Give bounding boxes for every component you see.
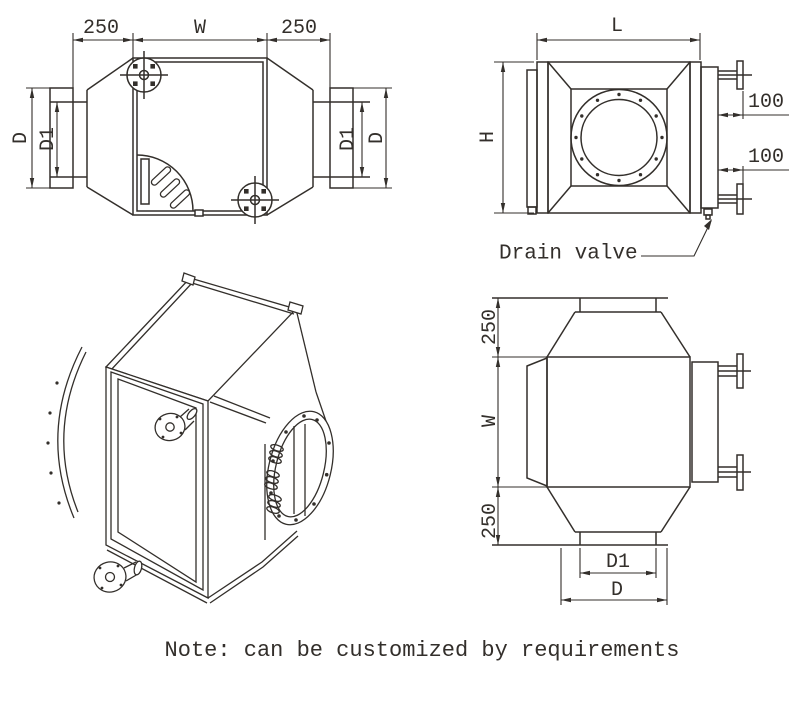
outlet-flange	[264, 410, 334, 526]
front-face	[105, 366, 209, 600]
side-view-drawing	[26, 33, 392, 224]
bolt-flange-bottom-right	[231, 176, 279, 224]
dim-label-d1-topview: D1	[605, 551, 631, 574]
drain-valve-label: Drain valve	[499, 242, 638, 266]
pipe-flange-upper	[154, 407, 198, 442]
top-flange-tab-right	[287, 301, 304, 315]
dim-label-250-top: 250	[479, 308, 502, 346]
side-arc-flange	[57, 346, 87, 519]
heat-exchanger-coils	[264, 444, 284, 514]
bottom-notch	[194, 209, 204, 217]
dim-label-100-bottom: 100	[747, 146, 785, 169]
end-view-drawing	[494, 33, 789, 257]
dim-label-d1-left: D1	[37, 126, 60, 152]
pipe-flange-lower	[93, 560, 143, 593]
dim-label-250-right: 250	[280, 17, 318, 40]
customization-note: Note: can be customized by requirements	[164, 638, 680, 663]
dim-label-d-left: D	[10, 131, 33, 145]
dimension-arrows	[29, 37, 389, 188]
louver-panel	[136, 154, 194, 212]
iso-view-drawing	[46, 272, 334, 604]
dim-label-w: W	[193, 17, 207, 40]
dim-label-w-topview: W	[479, 414, 502, 428]
dim-label-d-topview: D	[610, 579, 624, 602]
dim-label-250-bottom: 250	[479, 502, 502, 540]
bolt-flange-top-left	[120, 51, 168, 99]
top-view-drawing	[492, 297, 751, 605]
dim-label-d-right: D	[366, 131, 389, 145]
drain-valve-leader	[641, 219, 712, 257]
top-flange-tab	[181, 272, 196, 286]
bolt-circle-dots	[574, 92, 664, 183]
dim-label-l: L	[610, 15, 624, 38]
dim-label-250-left: 250	[82, 17, 120, 40]
dim-label-100-top: 100	[747, 91, 785, 114]
dim-label-d1-right: D1	[337, 126, 360, 152]
dim-label-h: H	[477, 130, 500, 144]
